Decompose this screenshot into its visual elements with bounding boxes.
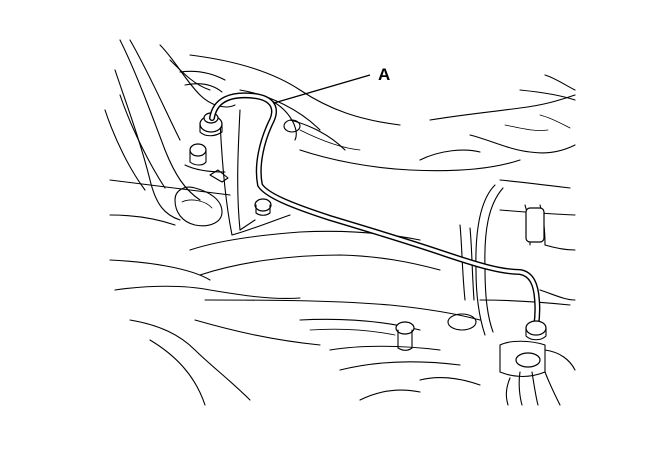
left-fitting bbox=[174, 112, 272, 227]
callout-a: A bbox=[273, 65, 390, 104]
callout-a-leader bbox=[273, 74, 371, 104]
callout-a-label: A bbox=[378, 65, 390, 84]
brake-line-pipe bbox=[209, 92, 547, 341]
